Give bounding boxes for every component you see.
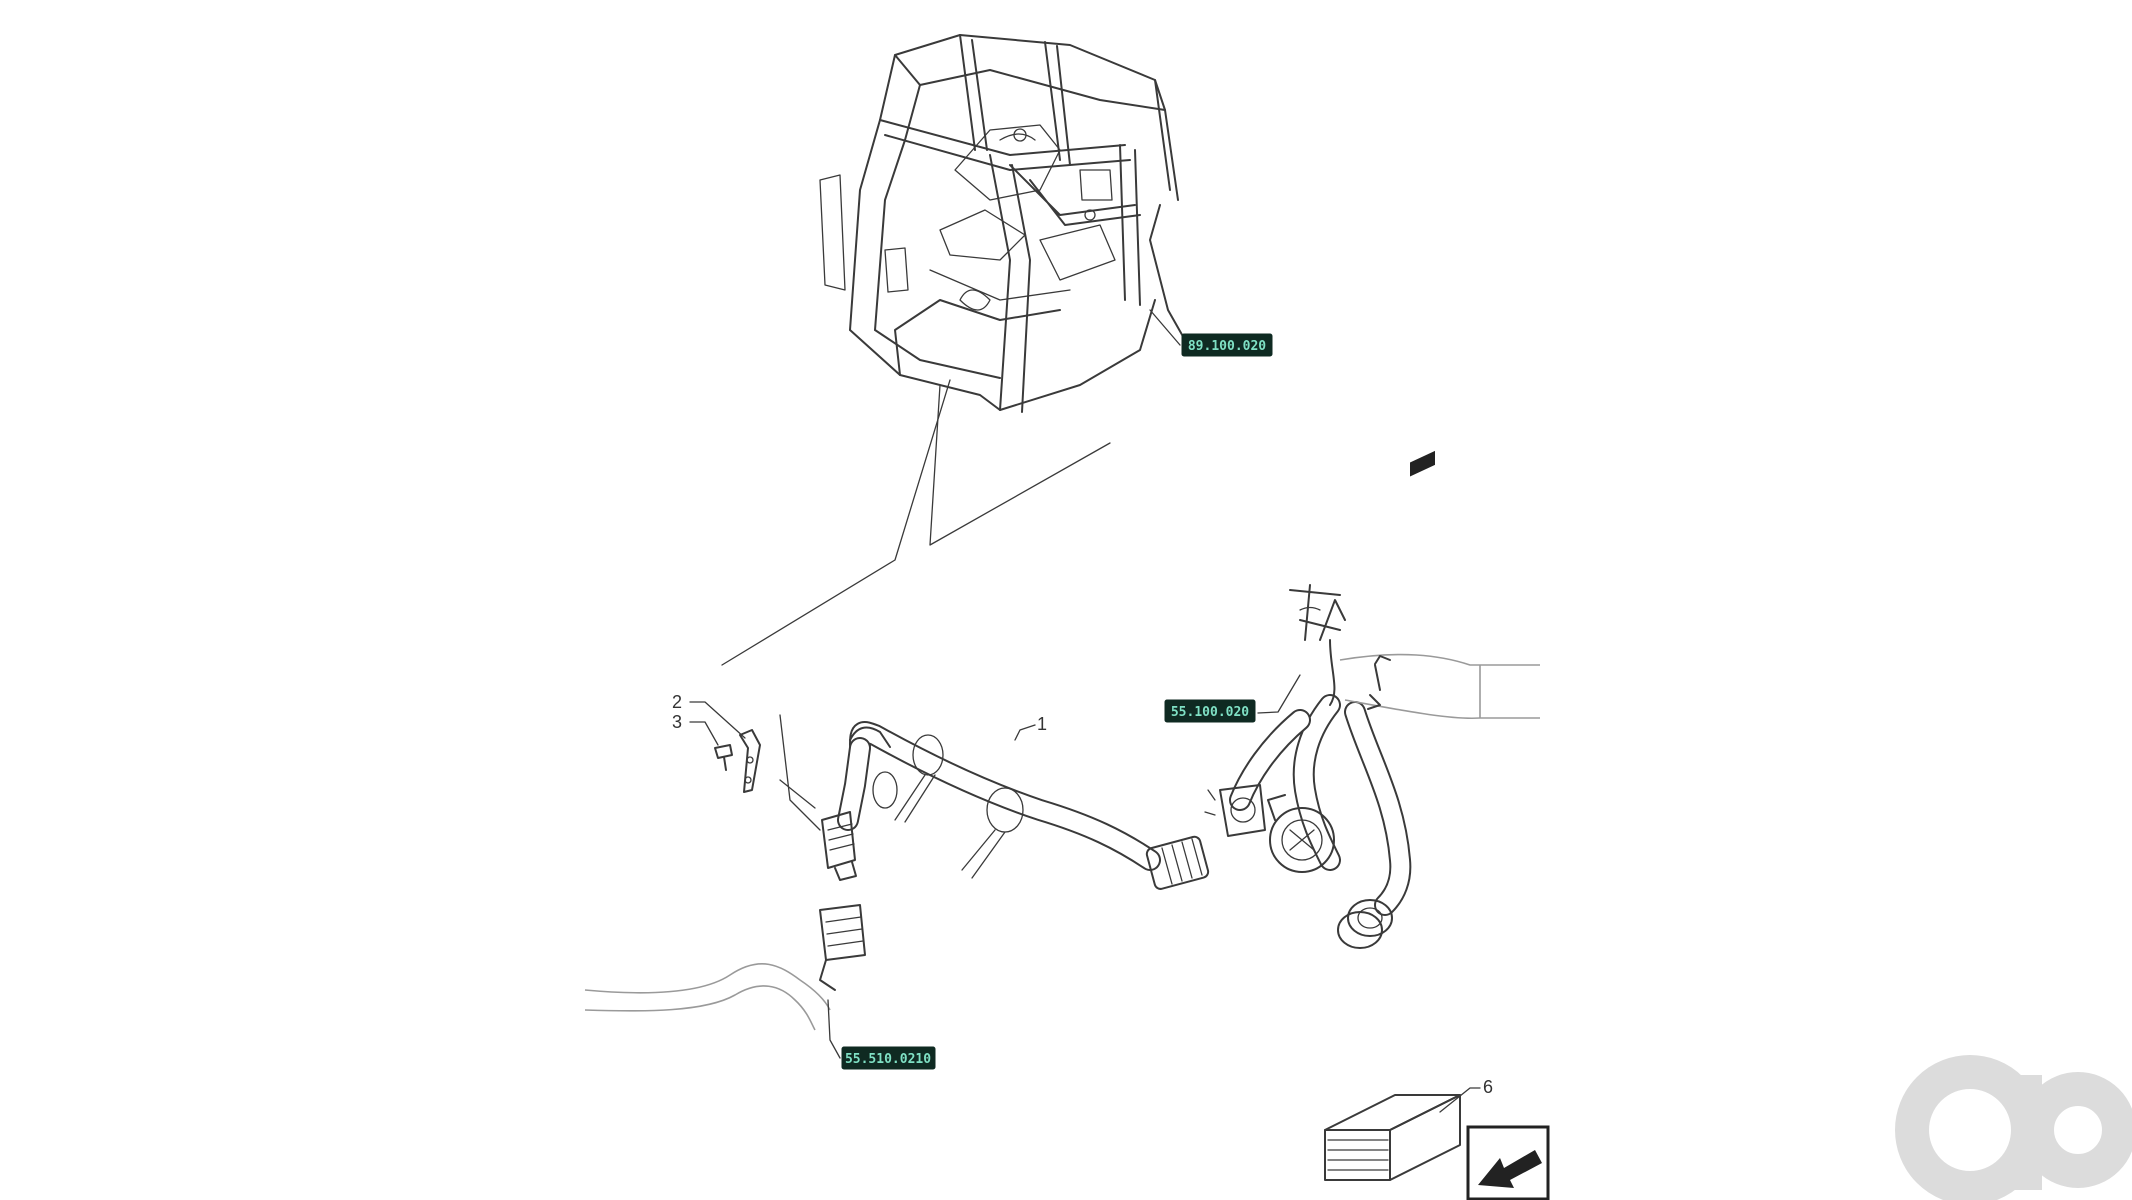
callout-item-2: 2 [672, 692, 746, 739]
harness-right-reference-text: 55.100.020 [1171, 705, 1249, 720]
mounting-bracket [739, 729, 761, 793]
brand-watermark-logo [1895, 1055, 2132, 1200]
cab-frame-reference-badge[interactable]: 89.100.020 [1181, 333, 1273, 357]
bolt [714, 744, 733, 771]
harness-bottom-reference-text: 55.510.0210 [845, 1052, 931, 1067]
harness-right-reference-badge[interactable]: 55.100.020 [1164, 699, 1256, 723]
callout-item-6: 6 [1483, 1077, 1493, 1097]
callout-item-1-label: 1 [1037, 714, 1047, 734]
cab-frame-drawing [819, 34, 1186, 413]
multi-pin-connector [821, 811, 857, 881]
callout-item-6-label: 6 [1483, 1077, 1493, 1097]
callout-item-1: 1 [1014, 714, 1047, 741]
lower-cable-drawing [584, 904, 866, 1059]
wiring-harness-drawing [714, 584, 1540, 949]
arrow-left-down-icon[interactable] [1466, 1125, 1550, 1200]
part-6-box-drawing [1324, 450, 1481, 1181]
harness-bottom-reference-badge[interactable]: 55.510.0210 [841, 1046, 936, 1070]
hub-connector-left [1204, 784, 1266, 837]
cab-frame-reference-text: 89.100.020 [1188, 339, 1266, 354]
round-connector [1145, 835, 1210, 890]
callout-item-3: 3 [672, 712, 719, 746]
round-plug-bottom [1337, 899, 1393, 949]
callout-item-2-label: 2 [672, 692, 682, 712]
hub-connector-large [1267, 794, 1335, 873]
detail-connector-lines [721, 379, 1111, 666]
callout-item-3-label: 3 [672, 712, 682, 732]
